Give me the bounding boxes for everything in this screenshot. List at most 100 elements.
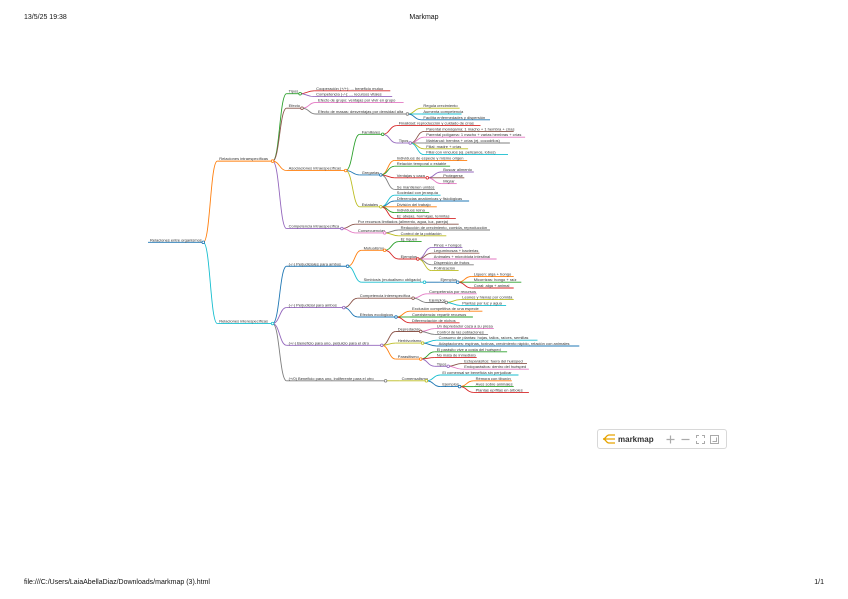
- node-toggle-icon[interactable]: [342, 305, 346, 310]
- mindmap-node: Ejemplos: [442, 382, 458, 387]
- mindmap-link: [345, 133, 360, 171]
- node-toggle-icon[interactable]: [300, 106, 304, 110]
- node-toggle-icon[interactable]: [394, 315, 398, 319]
- mindmap-link: [448, 362, 463, 367]
- mindmap-link: [301, 107, 317, 115]
- node-toggle-icon[interactable]: [340, 226, 344, 231]
- mindmap-node: Un depredador caza a su presa: [437, 324, 494, 329]
- zoom-out-button[interactable]: [678, 431, 693, 447]
- mindmap-node: Asociaciones intraespecíficas: [289, 166, 341, 171]
- node-toggle-icon[interactable]: [383, 379, 388, 383]
- mindmap-link: [272, 93, 288, 162]
- fit-window-icon: [695, 434, 705, 444]
- mindmap-link: [345, 170, 360, 208]
- node-toggle-icon[interactable]: [379, 173, 383, 177]
- mindmap-node: Reducción de crecimiento, comida, reprod…: [401, 225, 488, 230]
- mindmap-node: Animales + microbiota intestinal: [434, 254, 490, 259]
- node-toggle-icon[interactable]: [382, 231, 387, 235]
- mindmap-node: Parasitismo: [398, 354, 420, 359]
- mindmap-link: [459, 386, 474, 393]
- fit-window-button[interactable]: [693, 431, 708, 447]
- mindmap-node: Plantas epífitas en árboles: [476, 387, 523, 392]
- mindmap-link: [380, 174, 395, 190]
- mindmap-link: [380, 159, 395, 176]
- node-toggle-icon[interactable]: [344, 168, 348, 173]
- mindmap-node: Aumenta competencia: [423, 109, 464, 114]
- mindmap-link: [202, 160, 218, 243]
- node-toggle-icon[interactable]: [270, 321, 275, 326]
- mindmap-node: Ectoparásitos: fuera del huésped: [464, 358, 522, 363]
- mindmap-root: Relaciones entre organismos: [150, 237, 202, 242]
- mindmap-node: Relaciones intraespecíficas: [219, 156, 268, 161]
- mindmap-node: Filial: madre + crías: [426, 144, 461, 149]
- mindmap-node: Tipos: [399, 138, 409, 143]
- mindmap-link: [422, 342, 437, 347]
- mindmap-node: Efecto: [289, 103, 301, 108]
- node-toggle-icon[interactable]: [382, 248, 387, 252]
- mindmap-node: Competencia intraespecífica: [289, 224, 340, 229]
- markmap-brand: markmap: [618, 434, 654, 444]
- mindmap-node: Tipos: [289, 89, 299, 94]
- mindmap-link: [420, 331, 435, 335]
- mindmap-node: Regula crecimiento: [423, 103, 458, 108]
- node-toggle-icon[interactable]: [420, 341, 425, 345]
- mindmap-node: (+/-) Beneficio para uno, perjuicio para…: [289, 340, 370, 345]
- node-toggle-icon[interactable]: [416, 257, 420, 261]
- mindmap-link: [384, 229, 399, 234]
- mindmap-node: Gregarias: [362, 170, 380, 175]
- node-toggle-icon[interactable]: [424, 379, 429, 383]
- plus-icon: [666, 435, 675, 443]
- node-toggle-icon[interactable]: [419, 357, 423, 361]
- node-toggle-icon[interactable]: [419, 329, 423, 334]
- markmap-logo[interactable]: markmap: [602, 434, 654, 444]
- node-toggle-icon[interactable]: [446, 364, 450, 368]
- mindmap-node: Leones y hienas por comida: [462, 295, 513, 300]
- mindmap-node: Diferenciación de nichos: [412, 318, 456, 323]
- mindmap-link: [426, 374, 441, 382]
- node-toggle-icon[interactable]: [408, 141, 412, 145]
- mindmap-link: [427, 177, 442, 185]
- node-toggle-icon[interactable]: [345, 264, 350, 268]
- node-toggle-icon[interactable]: [411, 296, 415, 300]
- toggle-recursive-button[interactable]: [707, 431, 722, 447]
- node-toggle-icon[interactable]: [444, 300, 448, 305]
- mindmap-node: Herbivorismo: [398, 338, 422, 343]
- minus-icon: [681, 438, 690, 440]
- mindmap-node: Competencia interespecífica: [360, 293, 411, 298]
- mindmap-node: División del trabajo: [397, 202, 432, 207]
- mindmap-node: Ej: liquen: [401, 237, 417, 242]
- node-toggle-icon[interactable]: [381, 132, 385, 136]
- mindmap-node: Exclusión competitiva de una especie: [412, 306, 479, 311]
- node-toggle-icon[interactable]: [298, 91, 302, 96]
- node-toggle-icon[interactable]: [201, 240, 205, 245]
- mindmap-node: Individuos reina: [397, 208, 426, 213]
- node-toggle-icon[interactable]: [457, 384, 462, 389]
- mindmap-link: [446, 302, 461, 306]
- mindmap-node: Adaptaciones: espinas, toxinas, crecimie…: [439, 341, 570, 346]
- node-toggle-icon[interactable]: [425, 176, 429, 180]
- mindmap-link: [300, 90, 315, 95]
- mindmap-node: Facilita enfermedades y dispersión: [423, 115, 485, 120]
- node-toggle-icon[interactable]: [379, 205, 383, 209]
- node-toggle-icon[interactable]: [422, 280, 427, 284]
- markmap-logo-icon: [602, 434, 615, 444]
- mindmap-link: [202, 241, 218, 324]
- mindmap-link: [343, 307, 358, 318]
- print-file-path: file:///C:/Users/LaiaAbellaDiaz/Download…: [24, 579, 210, 586]
- mindmap-link: [407, 113, 422, 121]
- mindmap-link: [395, 310, 411, 318]
- mindmap-node: (+/0) Beneficio para uno, indiferente pa…: [289, 376, 375, 381]
- mindmap-link: [382, 125, 397, 135]
- mindmap-link: [384, 249, 399, 260]
- node-toggle-icon[interactable]: [405, 112, 410, 116]
- node-toggle-icon[interactable]: [380, 343, 384, 347]
- node-toggle-icon[interactable]: [270, 159, 275, 163]
- zoom-in-button[interactable]: [664, 431, 679, 447]
- mindmap-node: Cooperación (+/+): ... beneficio mutuo: [316, 86, 384, 91]
- mindmap-link: [427, 171, 442, 179]
- node-toggle-icon[interactable]: [456, 280, 460, 284]
- mindmap-node: Filial con vínculos (ej. pelicanos, lobo…: [426, 150, 496, 155]
- mindmap-node: Endoparásitos: dentro del huésped: [464, 364, 526, 369]
- mindmap-node: El parásito vive a costa del huésped: [437, 347, 501, 352]
